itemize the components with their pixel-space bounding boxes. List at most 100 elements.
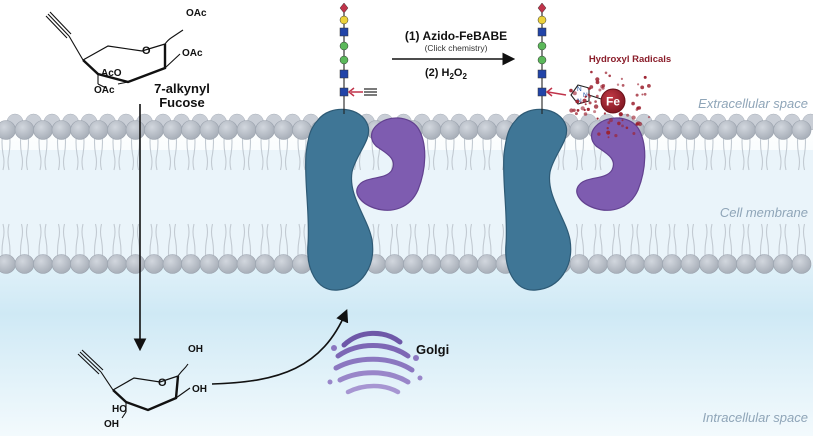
mannose-circle: [339, 55, 349, 65]
lipid-head: [421, 254, 442, 274]
radical-dot: [635, 93, 639, 97]
aco-label: AcO: [101, 68, 122, 79]
lipid-head: [236, 120, 257, 140]
lipid-head: [107, 120, 127, 140]
lipid-head: [384, 254, 405, 274]
protein-purple-left: [356, 117, 426, 211]
sialic-acid-diamond: [339, 2, 349, 14]
radical-dot: [621, 84, 625, 87]
radical-dot: [582, 98, 587, 103]
radical-dot: [641, 93, 644, 96]
lipid-head: [125, 254, 146, 274]
radical-dot: [598, 88, 602, 92]
radical-dot: [588, 95, 592, 98]
fe-label: Fe: [606, 95, 620, 109]
protein-purple-right: [576, 117, 646, 211]
radical-dot: [607, 121, 611, 125]
protein-blue-left: [305, 108, 374, 291]
lipid-head: [199, 120, 220, 140]
lipid-head: [51, 254, 72, 274]
lipid-head: [33, 254, 53, 274]
ho-label: HO: [112, 404, 127, 415]
radical-dot: [583, 112, 588, 116]
radical-dot: [631, 101, 635, 106]
step1-label: (1) Azido-FeBABE: [405, 29, 507, 43]
lipid-head: [403, 254, 423, 274]
lipid-head: [70, 120, 90, 140]
radical-dot: [603, 112, 607, 115]
lipid-head: [14, 120, 35, 140]
radical-dot: [584, 103, 587, 106]
radical-dot: [626, 113, 630, 117]
lipid-head: [218, 254, 238, 274]
lipid-head: [606, 254, 627, 274]
triazole-n3: N: [577, 98, 582, 105]
extracellular-label: Extracellular space: [698, 96, 808, 111]
lipid-head: [421, 120, 442, 140]
lipid-head: [569, 254, 590, 274]
radical-dot: [643, 75, 647, 79]
lipid-head: [273, 254, 294, 274]
radical-dot: [640, 85, 645, 90]
lipid-head: [625, 254, 645, 274]
lipid-head: [736, 120, 756, 140]
oh-right-label: OH: [192, 384, 207, 395]
reagent-name: 7-alkynyl: [154, 81, 210, 96]
mannose-circle: [537, 55, 547, 65]
golgi-label: Golgi: [416, 342, 449, 357]
triazole-linker: N N N: [545, 84, 602, 105]
radical-dot: [569, 88, 573, 93]
lipid-head: [717, 254, 738, 274]
step2-label: (2) H2O2: [425, 67, 467, 81]
radical-dot: [621, 119, 624, 122]
glcnac-square: [339, 87, 349, 97]
radical-dot: [606, 127, 609, 130]
product-ring-o: O: [158, 377, 167, 389]
lipid-head: [477, 120, 497, 140]
golgi-apparatus: [327, 330, 423, 395]
lipid-head: [144, 254, 164, 274]
lipid-head: [440, 120, 460, 140]
radical-dot: [647, 116, 651, 119]
radical-dot: [596, 117, 599, 120]
mannose-circle: [339, 41, 349, 51]
lipid-head: [162, 120, 183, 140]
radical-dot: [574, 112, 578, 116]
fucose-ring-o: O: [142, 45, 151, 57]
lipid-head: [680, 120, 701, 140]
lipid-head: [662, 120, 682, 140]
glcnac-square: [339, 69, 349, 79]
glcnac-square: [537, 27, 547, 37]
fucose-acetylated-structure: O OAc AcO OAc: [45, 11, 203, 96]
radical-dot: [616, 83, 620, 86]
radical-dot: [637, 83, 640, 86]
lipid-head: [181, 254, 201, 274]
glycan-chain-left: [339, 2, 349, 114]
lipid-head: [255, 120, 275, 140]
glycan-chain-right: [537, 2, 547, 114]
lipid-head: [458, 120, 479, 140]
galactose-circle: [339, 15, 349, 25]
lipid-head: [0, 254, 16, 274]
step1-note: (Click chemistry): [425, 43, 488, 53]
radical-dot: [580, 106, 585, 111]
lipid-head: [218, 120, 238, 140]
radical-dot: [576, 109, 580, 112]
radical-dot: [604, 71, 608, 75]
lipid-head: [569, 120, 590, 140]
oh-bottom-label: OH: [104, 419, 119, 430]
lipid-head: [70, 254, 90, 274]
lipid-head: [51, 120, 72, 140]
glcnac-square: [339, 27, 349, 37]
lipid-head: [236, 254, 257, 274]
triazole-n1: N: [577, 86, 582, 93]
lipid-head: [88, 254, 109, 274]
alkyne-tag: [347, 87, 377, 97]
radical-dot: [643, 92, 647, 96]
golgi-transport-arrow: [211, 309, 349, 385]
lipid-head: [662, 254, 682, 274]
radical-dot: [620, 112, 623, 115]
radical-dot: [600, 84, 604, 89]
radical-dot: [584, 95, 587, 98]
radical-dot: [607, 136, 610, 139]
